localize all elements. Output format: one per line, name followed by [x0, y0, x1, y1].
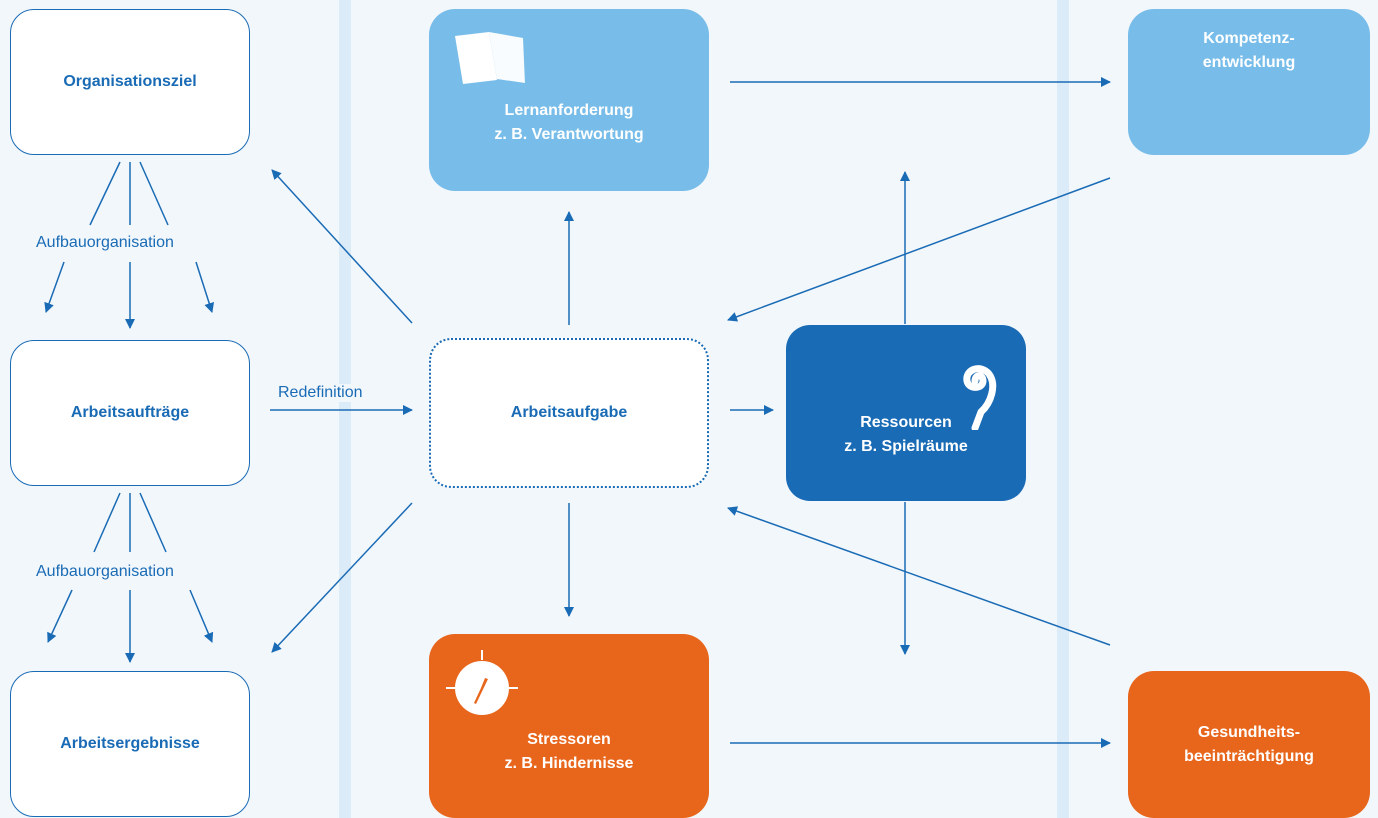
arbeitsergebnisse-box: Arbeitsergebnisse: [10, 671, 250, 817]
fan-arrow: [195, 261, 215, 313]
aufbauorganisation-label-bottom: Aufbauorganisation: [34, 563, 176, 581]
health-to-task-arrow: [727, 506, 1111, 646]
arbeitsaufgabe-label: Arbeitsaufgabe: [510, 404, 628, 421]
redefinition-label: Redefinition: [276, 384, 365, 402]
open-book-icon: [455, 32, 526, 85]
fan-line: [89, 161, 121, 226]
ressourcen-box: Ressourcen z. B. Spielräume: [786, 325, 1026, 501]
task-to-goal-arrow: [271, 169, 413, 324]
kompetenzentwicklung-box: Kompetenz- entwicklung: [1128, 9, 1370, 155]
arbeitsergebnisse-label: Arbeitsergebnisse: [60, 735, 200, 752]
fan-line: [139, 492, 167, 553]
organisationsziel-label: Organisationsziel: [63, 73, 197, 90]
fan-line: [93, 492, 121, 553]
competence-to-task-arrow: [727, 177, 1111, 322]
gesundheitsbeeintraechtigung-box: Gesundheits- beeinträchtigung: [1128, 671, 1370, 818]
arbeitsauftraege-box: Arbeitsaufträge: [10, 340, 250, 486]
fan-arrow: [189, 589, 214, 643]
kompetenzentwicklung-line2: entwicklung: [1202, 54, 1296, 71]
aufbauorganisation-label-top: Aufbauorganisation: [34, 234, 176, 252]
clock-icon: [446, 650, 518, 715]
column-divider-right: [1057, 0, 1069, 818]
lernanforderung-title: Lernanforderung: [504, 102, 634, 119]
ressourcen-title: Ressourcen: [860, 414, 952, 431]
ressourcen-example: z. B. Spielräume: [844, 438, 968, 455]
organisationsziel-box: Organisationsziel: [10, 9, 250, 155]
column-divider-left: [339, 0, 351, 818]
task-to-results-arrow: [271, 502, 413, 653]
gesundheitsbeeintraechtigung-line1: Gesundheits-: [1197, 723, 1301, 741]
spiral-icon: [963, 365, 997, 430]
lernanforderung-example: z. B. Verantwortung: [494, 126, 644, 143]
fan-arrow: [44, 261, 65, 313]
fan-arrow: [47, 589, 73, 643]
fan-line: [139, 161, 169, 226]
arbeitsauftraege-label: Arbeitsaufträge: [70, 404, 190, 421]
stressoren-example: z. B. Hindernisse: [504, 755, 634, 772]
arbeitsaufgabe-box: Arbeitsaufgabe: [429, 338, 709, 488]
kompetenzentwicklung-line1: Kompetenz-: [1203, 30, 1295, 47]
gesundheitsbeeintraechtigung-line2: beeinträchtigung: [1184, 747, 1314, 765]
stressoren-title: Stressoren: [527, 731, 611, 748]
